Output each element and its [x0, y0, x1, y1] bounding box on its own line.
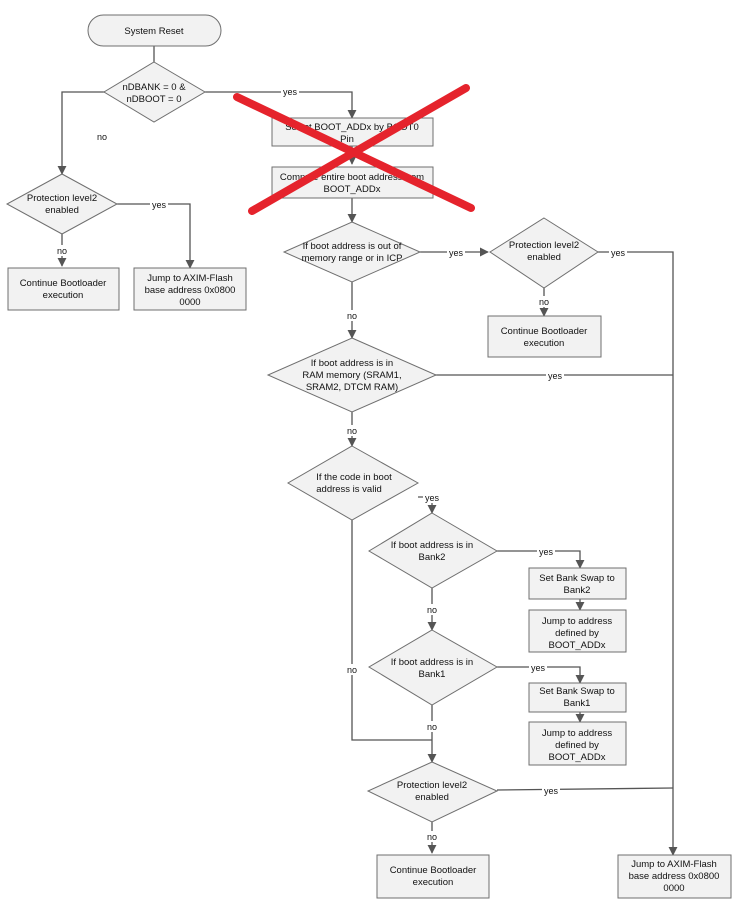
svg-text:Select BOOT_ADDx by BOOT0: Select BOOT_ADDx by BOOT0: [285, 122, 419, 133]
process-set-bank-swap-bank1: Set Bank Swap to Bank1: [528, 682, 627, 713]
svg-text:Set Bank Swap to: Set Bank Swap to: [539, 686, 615, 697]
decision-protection-right: Protection level2 enabled: [489, 217, 599, 289]
svg-text:Continue Bootloader: Continue Bootloader: [20, 278, 107, 289]
svg-text:RAM memory (SRAM1,: RAM memory (SRAM1,: [302, 370, 401, 381]
svg-text:execution: execution: [43, 290, 84, 301]
svg-text:Jump to AXIM-Flash: Jump to AXIM-Flash: [631, 859, 717, 870]
svg-text:execution: execution: [524, 338, 565, 349]
svg-text:BOOT_ADDx: BOOT_ADDx: [548, 752, 605, 763]
svg-text:execution: execution: [413, 877, 454, 888]
label-yes: yes: [449, 248, 464, 258]
decision-ndbank-ndboot: nDBANK = 0 & nDBOOT = 0: [103, 61, 206, 123]
label-no: no: [427, 722, 437, 732]
start-label: System Reset: [124, 26, 183, 37]
svg-text:BOOT_ADDx: BOOT_ADDx: [548, 640, 605, 651]
label-yes: yes: [544, 786, 559, 796]
svg-text:Bank1: Bank1: [564, 698, 591, 709]
svg-text:address is valid: address is valid: [316, 484, 381, 495]
label-no: no: [347, 311, 357, 321]
svg-text:Set Bank Swap to: Set Bank Swap to: [539, 573, 615, 584]
svg-text:If the code in boot: If the code in boot: [316, 472, 392, 483]
svg-text:Protection level2: Protection level2: [509, 240, 579, 251]
svg-text:0000: 0000: [663, 883, 684, 894]
process-continue-bootloader-right: Continue Bootloader execution: [487, 315, 602, 358]
svg-text:SRAM2, DTCM RAM): SRAM2, DTCM RAM): [306, 382, 398, 393]
svg-text:Continue Bootloader: Continue Bootloader: [501, 326, 588, 337]
edge-protleft-yes: [117, 203, 195, 269]
edge-ndbank-yes: [205, 91, 357, 119]
svg-text:Bank2: Bank2: [564, 585, 591, 596]
label-no: no: [539, 297, 549, 307]
svg-text:Compute entire boot address fr: Compute entire boot address from: [280, 172, 424, 183]
process-set-bank-swap-bank2: Set Bank Swap to Bank2: [528, 567, 627, 600]
process-continue-bootloader-bottom: Continue Bootloader execution: [376, 854, 490, 899]
svg-text:defined by: defined by: [555, 740, 599, 751]
label-no: no: [57, 246, 67, 256]
decision-bank2: If boot address is in Bank2: [368, 512, 499, 589]
start-node: System Reset: [87, 14, 222, 47]
svg-text:Protection level2: Protection level2: [397, 780, 467, 791]
process-jump-axim-flash-left: Jump to AXIM-Flash base address 0x0800 0…: [133, 267, 247, 311]
edge-codevalid-no: [351, 520, 432, 741]
svg-text:Continue Bootloader: Continue Bootloader: [390, 865, 477, 876]
process-continue-bootloader-left: Continue Bootloader execution: [7, 267, 120, 311]
label-yes: yes: [539, 547, 554, 557]
process-jump-boot-addx-bank1: Jump to address defined by BOOT_ADDx: [528, 721, 627, 766]
svg-text:enabled: enabled: [527, 252, 561, 263]
svg-text:If boot address is out of: If boot address is out of: [303, 241, 402, 252]
svg-text:0000: 0000: [179, 297, 200, 308]
svg-text:Jump to address: Jump to address: [542, 728, 612, 739]
svg-text:Bank2: Bank2: [419, 552, 446, 563]
label-yes: yes: [531, 663, 546, 673]
label-yes: yes: [548, 371, 563, 381]
svg-text:enabled: enabled: [45, 205, 79, 216]
label-no: no: [347, 665, 357, 675]
svg-text:nDBANK = 0 &: nDBANK = 0 &: [122, 82, 186, 93]
edge-protbottom-yes: [496, 787, 674, 791]
decision-code-valid: If the code in boot address is valid: [287, 445, 420, 521]
svg-text:Jump to AXIM-Flash: Jump to AXIM-Flash: [147, 273, 233, 284]
svg-text:If boot address is in: If boot address is in: [311, 358, 393, 369]
process-jump-boot-addx-bank2: Jump to address defined by BOOT_ADDx: [528, 609, 627, 653]
edge-bank1-yes: [497, 666, 585, 684]
edge-labels: yes no yes no yes yes no no yes no yes y…: [55, 86, 627, 842]
label-no: no: [427, 832, 437, 842]
label-no: no: [347, 426, 357, 436]
label-yes: yes: [152, 200, 167, 210]
label-no: no: [97, 132, 107, 142]
svg-text:Bank1: Bank1: [419, 669, 446, 680]
label-no: no: [427, 605, 437, 615]
decision-ram-memory: If boot address is in RAM memory (SRAM1,…: [266, 337, 438, 413]
svg-text:enabled: enabled: [415, 792, 449, 803]
svg-text:base address 0x0800: base address 0x0800: [145, 285, 236, 296]
svg-text:memory range or in ICP: memory range or in ICP: [302, 253, 403, 264]
edge-ndbank-no: [57, 91, 106, 175]
decision-bank1: If boot address is in Bank1: [368, 629, 499, 706]
svg-text:base address 0x0800: base address 0x0800: [629, 871, 720, 882]
decision-protection-bottom: Protection level2 enabled: [366, 761, 499, 823]
svg-text:BOOT_ADDx: BOOT_ADDx: [323, 184, 380, 195]
decision-protection-left: Protection level2 enabled: [5, 173, 119, 235]
svg-text:defined by: defined by: [555, 628, 599, 639]
decision-out-of-range: If boot address is out of memory range o…: [282, 221, 422, 283]
cross-out-mark: [233, 84, 475, 215]
svg-text:Protection level2: Protection level2: [27, 193, 97, 204]
label-yes: yes: [283, 87, 298, 97]
svg-text:If boot address is in: If boot address is in: [391, 540, 473, 551]
label-yes: yes: [425, 493, 440, 503]
label-yes: yes: [611, 248, 626, 258]
svg-text:nDBOOT = 0: nDBOOT = 0: [126, 94, 181, 105]
svg-text:Pin: Pin: [340, 134, 354, 145]
edge-bank2-yes: [497, 550, 585, 569]
svg-text:Jump to address: Jump to address: [542, 616, 612, 627]
process-jump-axim-flash-right: Jump to AXIM-Flash base address 0x0800 0…: [617, 854, 732, 899]
svg-text:If boot address is in: If boot address is in: [391, 657, 473, 668]
